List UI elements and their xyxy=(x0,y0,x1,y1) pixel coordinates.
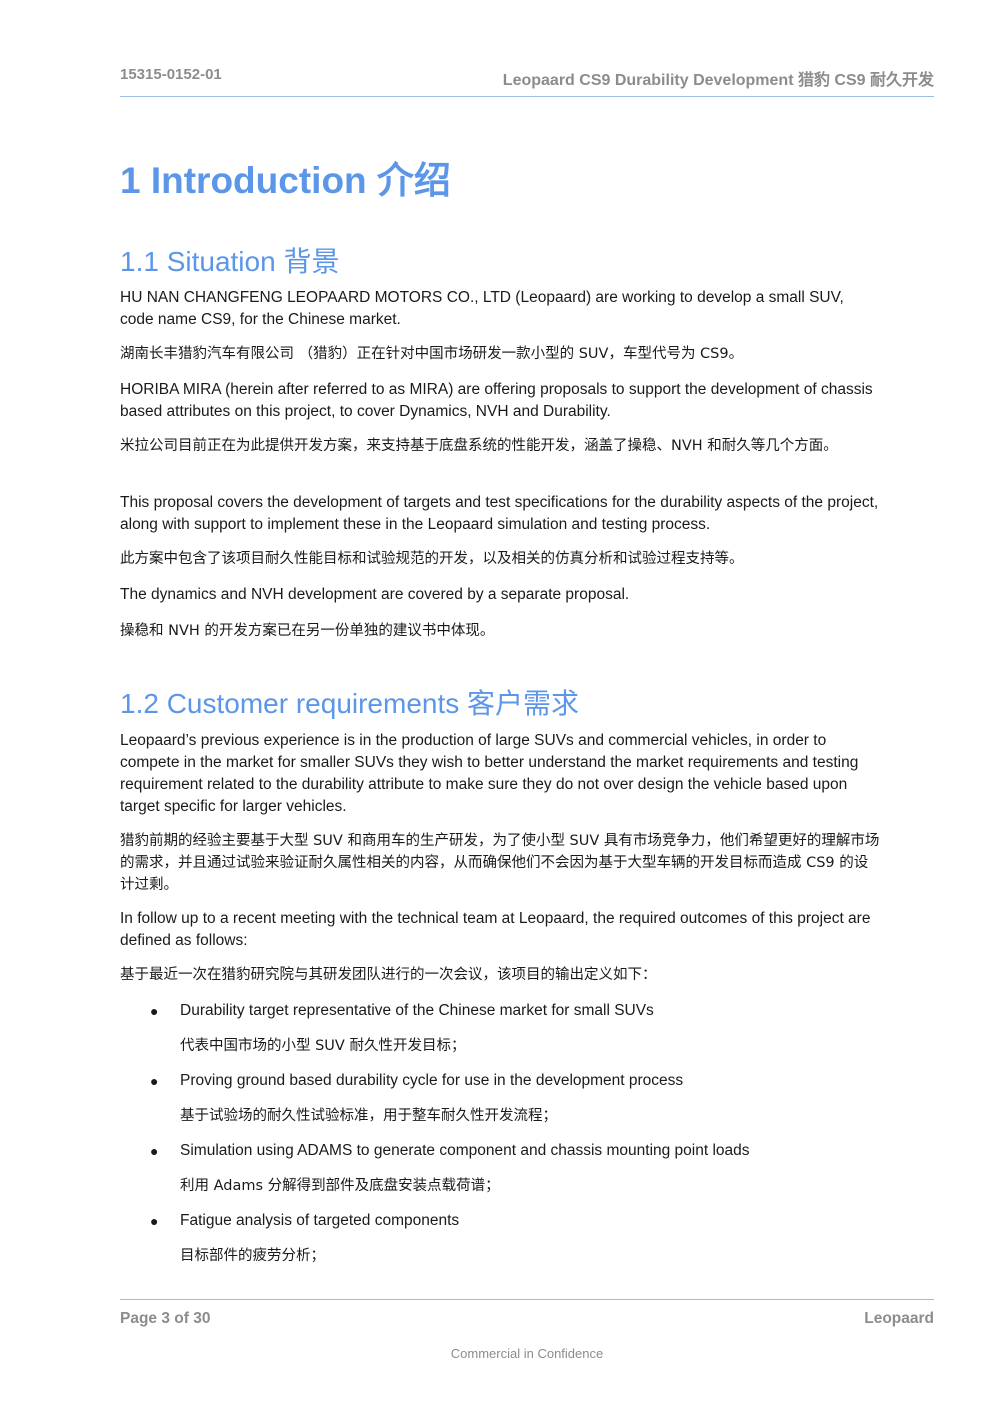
bullet-icon: ● xyxy=(150,1073,159,1089)
bullet-icon: ● xyxy=(150,1143,159,1159)
list-item: Proving ground based durability cycle fo… xyxy=(180,1072,684,1089)
bullet-icon: ● xyxy=(150,1213,159,1229)
page-footer: Page 3 of 30 Leopaard xyxy=(120,1299,934,1330)
paragraph: 此方案中包含了该项目耐久性能目标和试验规范的开发，以及相关的仿真分析和试验过程支… xyxy=(120,551,744,567)
bullet-icon: ● xyxy=(150,1003,159,1019)
paragraph: This proposal covers the development of … xyxy=(120,494,879,533)
paragraph: 操稳和 NVH 的开发方案已在另一份单独的建议书中体现。 xyxy=(120,623,495,639)
paragraph: 猎豹前期的经验主要基于大型 SUV 和商用车的生产研发，为了使小型 SUV 具有… xyxy=(120,833,880,893)
paragraph: 基于最近一次在猎豹研究院与其研发团队进行的一次会议，该项目的输出定义如下： xyxy=(120,967,657,983)
list-item: Durability target representative of the … xyxy=(180,1002,654,1019)
company-name: Leopaard xyxy=(864,1310,934,1327)
list-item: Simulation using ADAMS to generate compo… xyxy=(180,1142,750,1159)
paragraph: 湖南长丰猎豹汽车有限公司 （猎豹）正在针对中国市场研发一款小型的 SUV，车型代… xyxy=(120,346,744,362)
section-1-heading: 1 Introduction 介绍 xyxy=(120,160,451,201)
page-number: Page 3 of 30 xyxy=(120,1310,211,1327)
document-reference: 15315-0152-01 xyxy=(120,66,222,83)
confidentiality-notice: Commercial in Confidence xyxy=(450,1346,604,1361)
paragraph: The dynamics and NVH development are cov… xyxy=(120,586,630,603)
paragraph: Leopaard’s previous experience is in the… xyxy=(120,732,859,815)
paragraph: HORIBA MIRA (herein after referred to as… xyxy=(120,381,873,420)
page-header: 15315-0152-01 Leopaard CS9 Durability De… xyxy=(120,66,934,97)
paragraph: HU NAN CHANGFENG LEOPAARD MOTORS CO., LT… xyxy=(120,289,844,328)
list-item-translation: 基于试验场的耐久性试验标准，用于整车耐久性开发流程； xyxy=(180,1108,557,1124)
list-item-translation: 目标部件的疲劳分析； xyxy=(180,1248,325,1264)
section-1-1-heading: 1.1 Situation 背景 xyxy=(120,246,340,277)
section-1-2-heading: 1.2 Customer requirements 客户需求 xyxy=(120,688,580,719)
list-item-translation: 利用 Adams 分解得到部件及底盘安装点载荷谱； xyxy=(180,1178,500,1194)
document-title: Leopaard CS9 Durability Development 猎豹 C… xyxy=(502,72,934,89)
list-item: Fatigue analysis of targeted components xyxy=(180,1212,460,1229)
list-item-translation: 代表中国市场的小型 SUV 耐久性开发目标； xyxy=(180,1038,466,1054)
paragraph: 米拉公司目前正在为此提供开发方案，来支持基于底盘系统的性能开发，涵盖了操稳、NV… xyxy=(120,438,838,454)
paragraph: In follow up to a recent meeting with th… xyxy=(120,910,871,949)
